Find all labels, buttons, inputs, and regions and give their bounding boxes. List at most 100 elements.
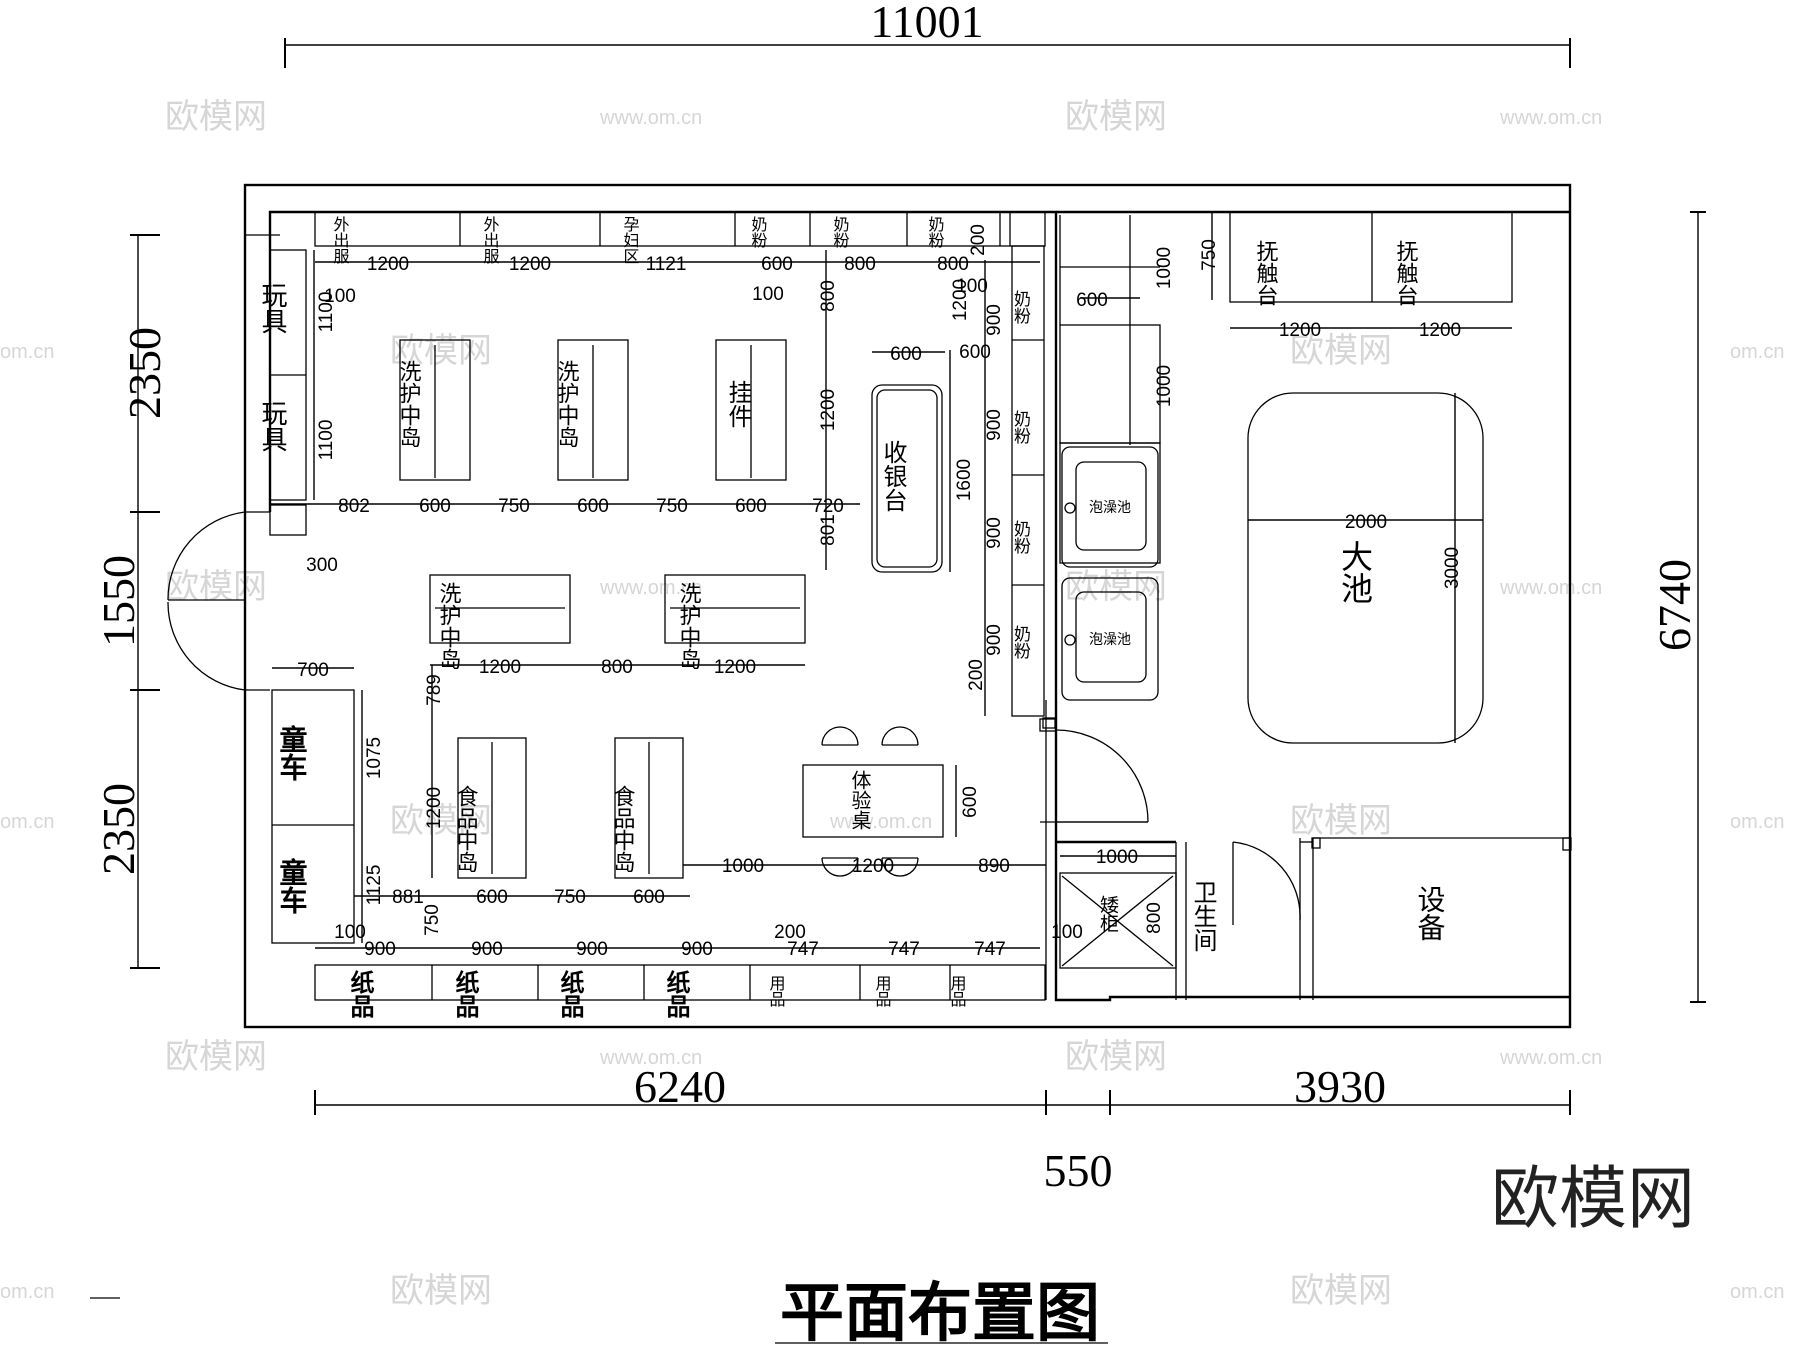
paper-shelf-label: 纸品 bbox=[556, 969, 584, 1018]
dim: 1000 bbox=[1154, 365, 1175, 407]
dim-bottom-mid: 550 bbox=[1044, 1145, 1113, 1196]
shelf-label: 孕妇区 bbox=[621, 216, 640, 264]
dim: 1200 bbox=[852, 856, 894, 877]
milk-shelf-label: 奶粉 bbox=[1010, 520, 1031, 554]
watermark-logo: 欧模网 bbox=[1065, 98, 1167, 136]
stroller-displays: 童车 童车 700 1075 1125 bbox=[271, 660, 385, 944]
stroller-label: 童车 bbox=[276, 724, 309, 781]
dim: 3000 bbox=[1442, 547, 1463, 589]
dim: 750 bbox=[656, 496, 688, 517]
watermark-url: www.om.cn bbox=[1499, 577, 1602, 599]
dim-right-total: 6740 bbox=[1649, 559, 1700, 651]
dim: 100 bbox=[324, 286, 356, 307]
watermark-edge: om.cn bbox=[0, 341, 54, 363]
watermark-logo: 欧模网 bbox=[1290, 1272, 1392, 1310]
entry-door-swing-bottom bbox=[167, 601, 246, 691]
big-pool: 2000 3000 大池 bbox=[1247, 392, 1484, 744]
cashier-counter: 收银台 600 1600 bbox=[871, 344, 975, 573]
experience-table: 体验桌 1000 1200 890 600 bbox=[683, 726, 1046, 877]
dim: 800 bbox=[937, 254, 969, 275]
dim: 1200 bbox=[1419, 320, 1461, 341]
entry-door-swing-top bbox=[167, 511, 246, 601]
dim: 800 bbox=[844, 254, 876, 275]
wash-care-island-label: 洗护中岛 bbox=[436, 582, 462, 670]
drawing-title: 平面布置图 欧模网 bbox=[90, 1160, 1695, 1347]
island-row-2: 洗护中岛 洗护中岛 1200 800 1200 bbox=[429, 574, 806, 678]
low-cabinet-label: 矮柜 bbox=[1097, 895, 1119, 933]
dim-bottom-right: 3930 bbox=[1294, 1061, 1386, 1112]
watermark-edge: om.cn bbox=[1730, 1281, 1784, 1303]
dim: 800 bbox=[601, 657, 633, 678]
dim: 1100 bbox=[316, 292, 337, 333]
dim: 800 bbox=[818, 280, 839, 312]
dim-top-total: 11001 bbox=[870, 0, 983, 47]
food-island-label: 食品中岛 bbox=[610, 785, 636, 873]
dim: 750 bbox=[498, 496, 530, 517]
equipment-room-label: 设备 bbox=[1414, 885, 1447, 941]
goods-shelf-label: 用品 bbox=[767, 975, 786, 1007]
watermark-logo: 欧模网 bbox=[165, 1038, 267, 1076]
paper-shelf-label: 纸品 bbox=[346, 969, 374, 1018]
island-row-1: 洗护中岛 洗护中岛 挂件 802 600 750 600 750 600 720… bbox=[270, 250, 860, 570]
dim: 900 bbox=[681, 939, 713, 960]
dim: 789 bbox=[424, 674, 445, 706]
dim: 1121 bbox=[646, 254, 687, 275]
watermark-url: www.om.cn bbox=[599, 577, 702, 599]
dim: 720 bbox=[812, 496, 844, 517]
dim: 600 bbox=[959, 342, 991, 363]
wash-care-island-label: 洗护中岛 bbox=[676, 582, 702, 670]
dim: 600 bbox=[890, 344, 922, 365]
massage-table-label: 抚触台 bbox=[1253, 240, 1279, 306]
watermark-edge: om.cn bbox=[1730, 341, 1784, 363]
dim: 750 bbox=[554, 887, 586, 908]
sink-label: 泡澡池 bbox=[1089, 632, 1131, 648]
dim: 1100 bbox=[316, 420, 337, 461]
goods-shelf-label: 用品 bbox=[873, 975, 892, 1007]
dim: 1200 bbox=[367, 254, 409, 275]
shelf-label: 奶粉 bbox=[926, 216, 945, 249]
watermark-url: www.om.cn bbox=[1499, 1047, 1602, 1069]
shelf-label: 奶粉 bbox=[831, 216, 850, 249]
dim: 900 bbox=[364, 939, 396, 960]
dim: 1200 bbox=[509, 254, 551, 275]
dim: 300 bbox=[306, 555, 338, 576]
paper-shelf-label: 纸品 bbox=[662, 969, 690, 1018]
dim: 747 bbox=[974, 939, 1006, 960]
wc-door-swing bbox=[1232, 841, 1301, 921]
dim: 100 bbox=[956, 276, 988, 297]
dim: 600 bbox=[476, 887, 508, 908]
milk-powder-shelves: 奶粉 奶粉 奶粉 奶粉 1200 600 900 900 900 900 200 bbox=[950, 245, 1045, 717]
dim: 1200 bbox=[818, 389, 839, 431]
dim: 750 bbox=[1199, 239, 1220, 271]
shelf-label: 外出服 bbox=[481, 216, 500, 265]
watermark-logo: 欧模网 bbox=[165, 98, 267, 136]
chair bbox=[881, 726, 919, 746]
dim: 200 bbox=[774, 922, 806, 943]
dim: 750 bbox=[422, 904, 443, 936]
dim: 1075 bbox=[364, 737, 385, 779]
dim: 700 bbox=[297, 660, 329, 681]
toilet-label: 卫生间 bbox=[1189, 880, 1217, 952]
goods-shelf-label: 用品 bbox=[948, 975, 967, 1007]
hanging-label: 挂件 bbox=[724, 380, 752, 428]
watermark-url: www.om.cn bbox=[599, 107, 702, 129]
dim: 900 bbox=[471, 939, 503, 960]
food-island-label: 食品中岛 bbox=[453, 785, 479, 873]
dim: 800 bbox=[1144, 902, 1165, 934]
watermark-logo: 欧模网 bbox=[390, 1272, 492, 1310]
dim: 600 bbox=[1076, 290, 1108, 311]
watermark-url: www.om.cn bbox=[1499, 107, 1602, 129]
dim: 100 bbox=[334, 922, 366, 943]
dim-left-upper: 2350 bbox=[119, 327, 170, 419]
dim: 600 bbox=[577, 496, 609, 517]
milk-shelf-label: 奶粉 bbox=[1010, 410, 1031, 444]
dim: 747 bbox=[787, 939, 819, 960]
watermark-logo: 欧模网 bbox=[1290, 332, 1392, 370]
cashier-label: 收银台 bbox=[879, 440, 907, 512]
dim: 600 bbox=[960, 786, 981, 818]
watermark-logo: 欧模网 bbox=[1065, 1038, 1167, 1076]
service-rooms: 矮柜 1000 800 100 卫生间 设备 bbox=[1051, 847, 1447, 969]
bottom-shelf-row: 纸品 纸品 纸品 纸品 用品 用品 用品 900 900 900 900 747… bbox=[314, 904, 1046, 1018]
dim: 1000 bbox=[1096, 847, 1138, 868]
